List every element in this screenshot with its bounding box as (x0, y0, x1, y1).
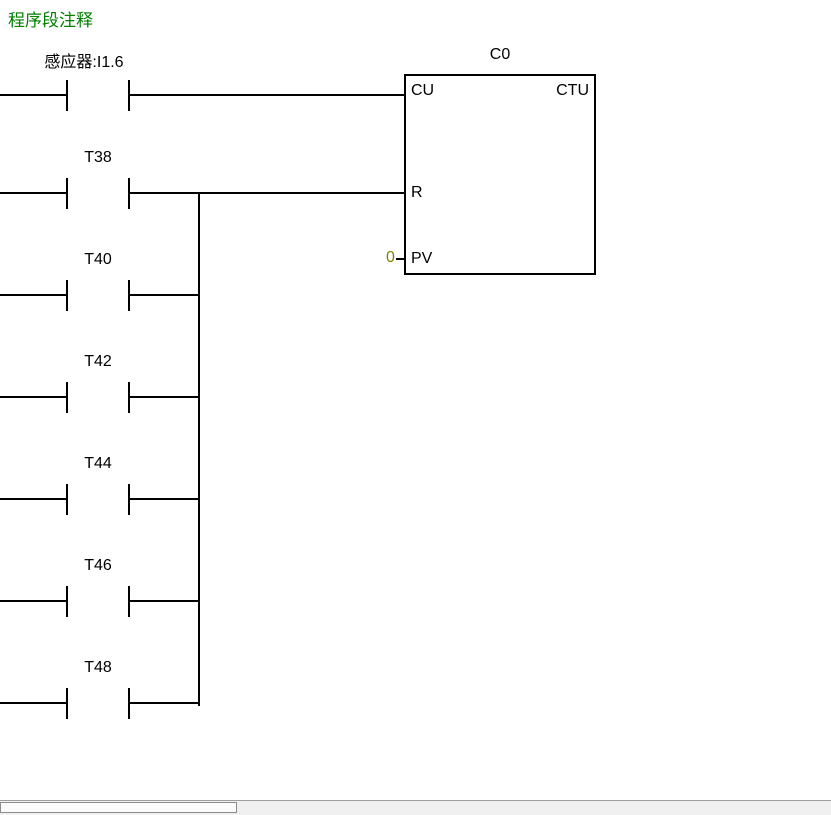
pv-stub-wire (396, 258, 404, 260)
wire-horizontal (0, 192, 66, 194)
h-scrollbar-track[interactable] (0, 801, 831, 815)
wire-horizontal (130, 94, 404, 96)
contact-label[interactable]: T40 (84, 251, 112, 268)
h-scrollbar-thumb[interactable] (0, 802, 237, 813)
scrollbar-divider (0, 800, 831, 801)
contact-label[interactable]: T42 (84, 353, 112, 370)
contact-bar-right (128, 280, 130, 311)
wire-vertical-junction (198, 192, 200, 706)
wire-horizontal (0, 94, 66, 96)
wire-horizontal (130, 702, 200, 704)
contact-label[interactable]: T46 (84, 557, 112, 574)
contact-bar-right (128, 688, 130, 719)
pv-value[interactable]: 0 (386, 249, 395, 266)
contact-bar-left (66, 586, 68, 617)
wire-horizontal (130, 192, 404, 194)
wire-horizontal (130, 396, 200, 398)
cu-input-label: CU (411, 82, 435, 99)
contact-normally-open[interactable] (66, 688, 130, 719)
wire-horizontal (0, 498, 66, 500)
contact-bar-left (66, 688, 68, 719)
wire-horizontal (130, 294, 200, 296)
wire-horizontal (0, 600, 66, 602)
contact-normally-open[interactable] (66, 178, 130, 209)
network-comment[interactable]: 程序段注释 (8, 11, 93, 30)
contact-bar-right (128, 382, 130, 413)
contact-normally-open[interactable] (66, 80, 130, 111)
contact-normally-open[interactable] (66, 382, 130, 413)
contact-label[interactable]: 感应器:I1.6 (44, 54, 124, 71)
contact-bar-left (66, 80, 68, 111)
counter-block-ctu[interactable]: CU CTU R PV (404, 74, 596, 275)
contact-normally-open[interactable] (66, 586, 130, 617)
contact-normally-open[interactable] (66, 280, 130, 311)
wire-horizontal (0, 702, 66, 704)
contact-normally-open[interactable] (66, 484, 130, 515)
contact-bar-left (66, 178, 68, 209)
contact-bar-right (128, 80, 130, 111)
contact-label[interactable]: T38 (84, 149, 112, 166)
wire-horizontal (130, 498, 200, 500)
contact-bar-right (128, 586, 130, 617)
ctu-type-label: CTU (556, 82, 589, 99)
r-input-label: R (411, 184, 423, 201)
contact-label[interactable]: T48 (84, 659, 112, 676)
contact-bar-left (66, 484, 68, 515)
pv-input-label: PV (411, 250, 433, 267)
wire-horizontal (130, 600, 200, 602)
contact-bar-left (66, 280, 68, 311)
wire-horizontal (0, 396, 66, 398)
contact-label[interactable]: T44 (84, 455, 112, 472)
wire-horizontal (0, 294, 66, 296)
contact-bar-left (66, 382, 68, 413)
contact-bar-right (128, 484, 130, 515)
contact-bar-right (128, 178, 130, 209)
counter-name-label[interactable]: C0 (489, 46, 511, 63)
